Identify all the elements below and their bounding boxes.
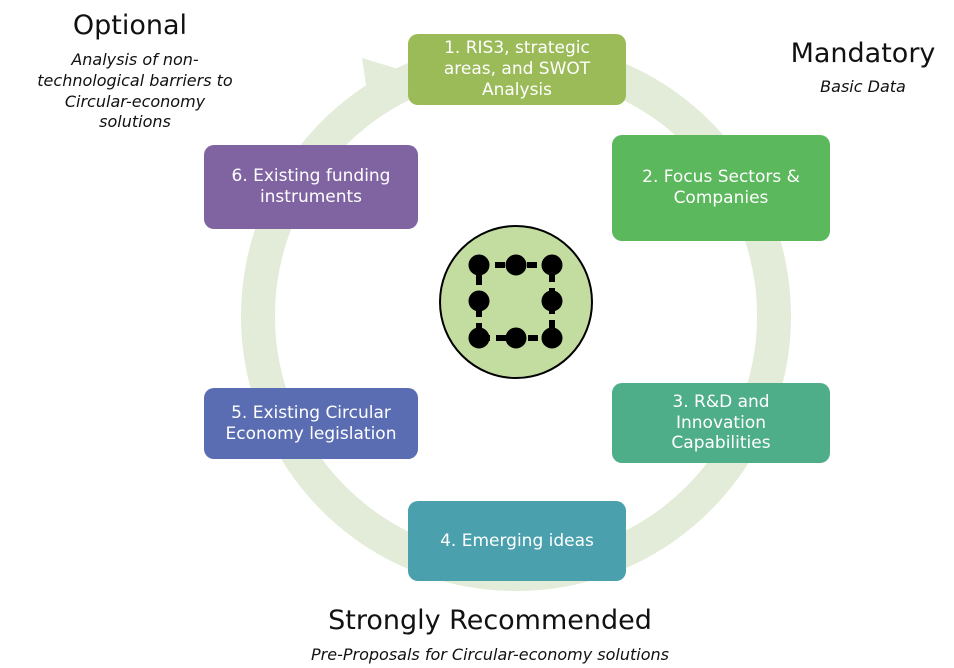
mandatory-title: Mandatory: [790, 38, 936, 69]
center-icon-group: [439, 225, 593, 379]
strongly-recommended-subtitle: Pre-Proposals for Circular-economy solut…: [311, 645, 669, 664]
step-1-box: 1. RIS3, strategic areas, and SWOT Analy…: [408, 34, 626, 105]
center-circle: [439, 225, 593, 379]
step-2-box: 2. Focus Sectors & Companies: [612, 135, 830, 241]
step-4-box: 4. Emerging ideas: [408, 501, 626, 581]
step-3-box: 3. R&D and Innovation Capabilities: [612, 383, 830, 463]
strongly-recommended-title: Strongly Recommended: [328, 605, 652, 636]
step-6-box: 6. Existing funding instruments: [204, 145, 418, 229]
optional-subtitle: Analysis of non- technological barriers …: [37, 50, 233, 132]
cycle-arrowhead: [362, 58, 408, 112]
node-network-icon: [468, 254, 563, 349]
optional-title: Optional: [72, 10, 188, 41]
step-5-box: 5. Existing Circular Economy legislation: [204, 388, 418, 459]
mandatory-subtitle: Basic Data: [820, 77, 906, 96]
